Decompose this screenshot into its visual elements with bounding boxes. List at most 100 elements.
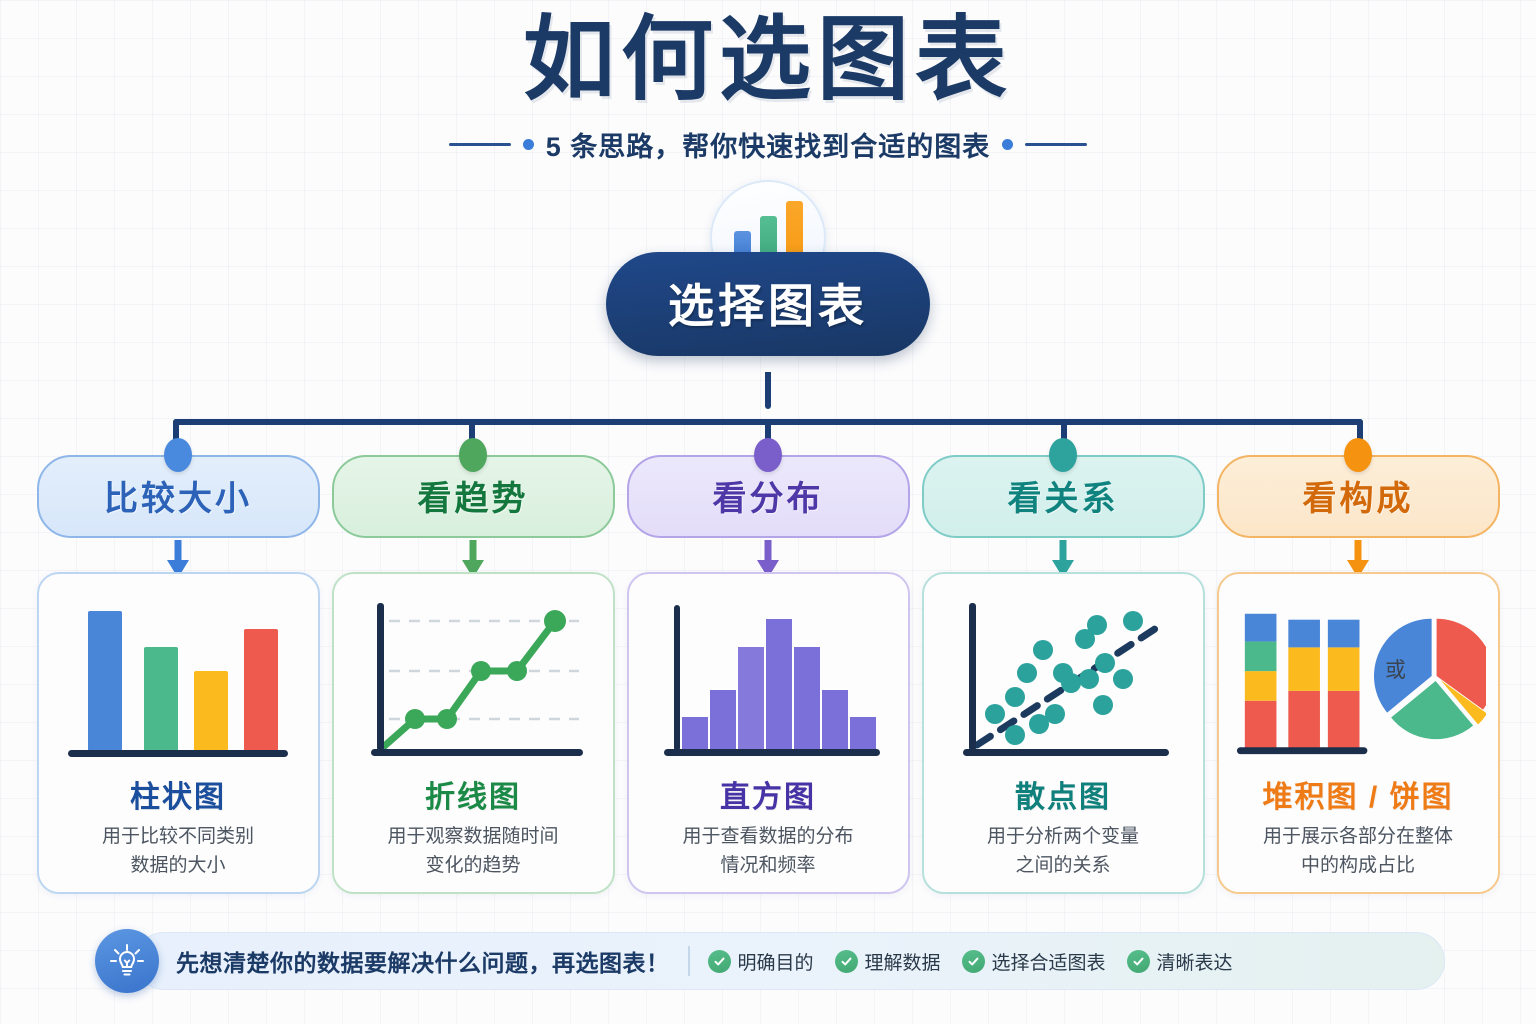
connector-tree [173, 372, 1363, 447]
pie-slice-yellow [1440, 679, 1486, 725]
branch-trend[interactable]: 看趋势 [331, 438, 615, 580]
desc-line-2: 变化的趋势 [425, 854, 521, 876]
subtitle-row: 5 条思路，帮你快速找到合适的图表 [0, 125, 1536, 164]
page-header: 如何选图表 5 条思路，帮你快速找到合适的图表 [0, 0, 1536, 164]
branch-composition[interactable]: 看构成 [1216, 438, 1500, 580]
checklist-item-choose-chart: 选择合适图表 [961, 948, 1106, 975]
bar-1 [88, 611, 122, 751]
arrow-down-icon-composition [1347, 540, 1369, 578]
hist-bar-5 [794, 647, 820, 751]
subtitle-dot-right [1002, 138, 1014, 150]
icon-bar-2 [759, 215, 777, 263]
check-circle-icon [961, 949, 985, 973]
footer-bar: 先想清楚你的数据要解决什么问题，再选图表！ 明确目的 理解数据 选择合适图表 [95, 928, 1445, 994]
pie-slice-green [1390, 680, 1473, 740]
pie-slice-blue [1373, 618, 1432, 713]
root-node[interactable]: 选择图表 [0, 179, 1536, 356]
card-title-stacked-pie: 堆积图 / 饼图 [1262, 781, 1454, 814]
card-stacked-pie[interactable]: 或 堆积图 / 饼图 用于展示各部分在整体 中的构成占比 [1216, 572, 1500, 894]
card-histogram[interactable]: 直方图 用于查看数据的分布 情况和频率 [626, 572, 910, 894]
check-circle-icon [834, 949, 858, 973]
or-label: 或 [1385, 659, 1406, 682]
checklist-label: 明确目的 [737, 952, 814, 974]
branch-row: 比较大小 看趋势 看分布 看关系 看构成 [0, 438, 1536, 580]
stacked-bar-3 [1327, 619, 1359, 749]
desc-line-2: 数据的大小 [130, 854, 226, 876]
arrow-down-icon-distribution [757, 540, 779, 578]
footer-checklist: 明确目的 理解数据 选择合适图表 清晰表达 [707, 948, 1233, 975]
checklist-label: 理解数据 [864, 952, 941, 974]
scatter-points [985, 611, 1143, 745]
footer-tip-text: 先想清楚你的数据要解决什么问题，再选图表！ [176, 950, 670, 976]
branch-dot-relationship [1049, 438, 1077, 472]
axis-x [1236, 747, 1367, 755]
branch-distribution[interactable]: 看分布 [626, 438, 910, 580]
branch-label-distribution[interactable]: 看分布 [626, 455, 910, 538]
card-scatter-plot[interactable]: 散点图 用于分析两个变量 之间的关系 [921, 572, 1205, 894]
bar-3 [194, 671, 228, 751]
axis-x [371, 749, 583, 756]
axis-x [963, 749, 1169, 756]
desc-line-1: 用于查看数据的分布 [682, 826, 854, 847]
branch-compare[interactable]: 比较大小 [36, 438, 320, 580]
card-title-line-chart: 折线图 [425, 781, 521, 814]
hist-bar-3 [738, 647, 764, 751]
bar-2 [144, 647, 178, 751]
card-line-chart[interactable]: 折线图 用于观察数据随时间 变化的趋势 [331, 572, 615, 894]
card-desc-histogram: 用于查看数据的分布 情况和频率 [682, 823, 853, 880]
card-desc-stacked-pie: 用于展示各部分在整体 中的构成占比 [1263, 823, 1453, 880]
footer-divider [687, 946, 690, 976]
card-desc-scatter-plot: 用于分析两个变量 之间的关系 [987, 823, 1139, 880]
checklist-item-understand-data: 理解数据 [834, 948, 941, 975]
subtitle-dot-left [522, 138, 534, 150]
hist-bar-1 [682, 717, 708, 751]
icon-bar-3 [785, 200, 803, 263]
check-circle-icon [1126, 949, 1150, 973]
pie-chart [1373, 618, 1486, 740]
check-circle-icon [707, 949, 731, 973]
stacked-bars [1244, 613, 1359, 749]
branch-dot-composition [1344, 438, 1372, 472]
stacked-bar-2 [1287, 619, 1320, 749]
card-row: 柱状图 用于比较不同类别 数据的大小 [0, 572, 1536, 894]
branch-dot-trend [459, 438, 487, 472]
scatter-plot-icon [936, 590, 1191, 768]
axis-y [377, 603, 384, 751]
desc-line-1: 用于比较不同类别 [101, 826, 254, 847]
root-node-label[interactable]: 选择图表 [606, 251, 930, 356]
desc-line-1: 用于展示各部分在整体 [1262, 826, 1453, 847]
histogram-bars [682, 619, 876, 751]
axis-x [68, 750, 288, 757]
branch-dot-compare [164, 438, 192, 472]
hist-bar-2 [710, 690, 736, 751]
footer-content: 先想清楚你的数据要解决什么问题，再选图表！ 明确目的 理解数据 选择合适图表 [135, 932, 1445, 990]
card-title-bar-chart: 柱状图 [130, 781, 226, 814]
desc-line-1: 用于分析两个变量 [986, 826, 1139, 847]
arrow-down-icon-compare [167, 540, 189, 578]
line-chart-icon [346, 590, 601, 768]
card-title-scatter-plot: 散点图 [1015, 781, 1111, 814]
card-bar-chart[interactable]: 柱状图 用于比较不同类别 数据的大小 [36, 572, 320, 894]
hist-bar-6 [822, 690, 848, 751]
arrow-down-icon-relationship [1052, 540, 1074, 578]
pie-slice-red [1436, 618, 1486, 710]
line-series [377, 617, 559, 753]
arrow-down-icon-trend [462, 540, 484, 578]
bar-4 [244, 629, 278, 751]
checklist-item-clear-expression: 清晰表达 [1126, 948, 1233, 975]
desc-line-1: 用于观察数据随时间 [387, 826, 559, 847]
desc-line-2: 情况和频率 [720, 854, 816, 876]
desc-line-2: 之间的关系 [1015, 854, 1111, 876]
stacked-bar-1 [1244, 613, 1276, 749]
line-markers [405, 610, 566, 729]
page-subtitle: 5 条思路，帮你快速找到合适的图表 [545, 131, 991, 162]
checklist-item-purpose: 明确目的 [707, 948, 814, 975]
axis-y [674, 605, 680, 751]
branch-relationship[interactable]: 看关系 [921, 438, 1205, 580]
page-title: 如何选图表 [522, 9, 1013, 111]
desc-line-2: 中的构成占比 [1300, 854, 1415, 876]
hist-bar-7 [850, 717, 876, 751]
subtitle-rule-left [448, 142, 511, 146]
lightbulb-icon [95, 929, 159, 993]
bar-chart-icon [51, 590, 306, 768]
